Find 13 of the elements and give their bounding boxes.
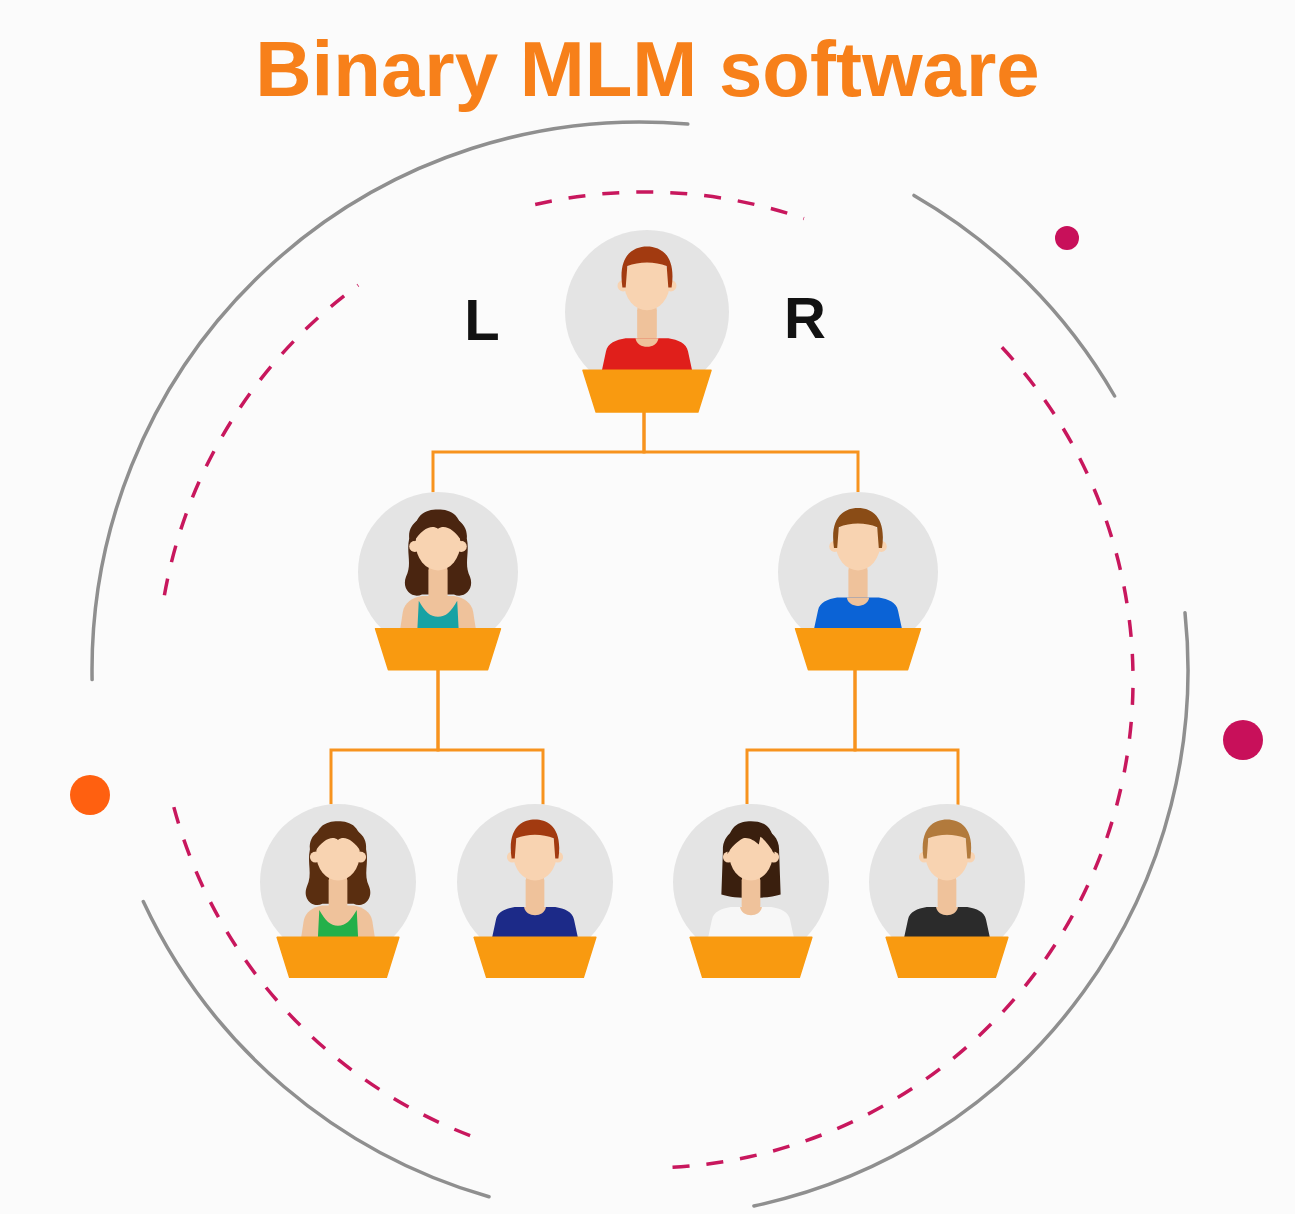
branch-label: R xyxy=(784,289,826,347)
user-avatar-icon xyxy=(260,804,416,978)
user-avatar-icon xyxy=(778,492,938,670)
user-avatar-icon xyxy=(869,804,1025,978)
user-avatar-icon xyxy=(673,804,829,978)
connector-line xyxy=(853,669,960,805)
user-avatar-icon xyxy=(457,804,613,978)
diagram-title: Binary MLM software xyxy=(255,25,1040,115)
connector-line xyxy=(642,412,860,492)
connector-line xyxy=(436,669,545,805)
user-avatar-icon xyxy=(358,492,518,670)
branch-label: L xyxy=(464,291,500,349)
user-avatar-icon xyxy=(565,230,729,413)
